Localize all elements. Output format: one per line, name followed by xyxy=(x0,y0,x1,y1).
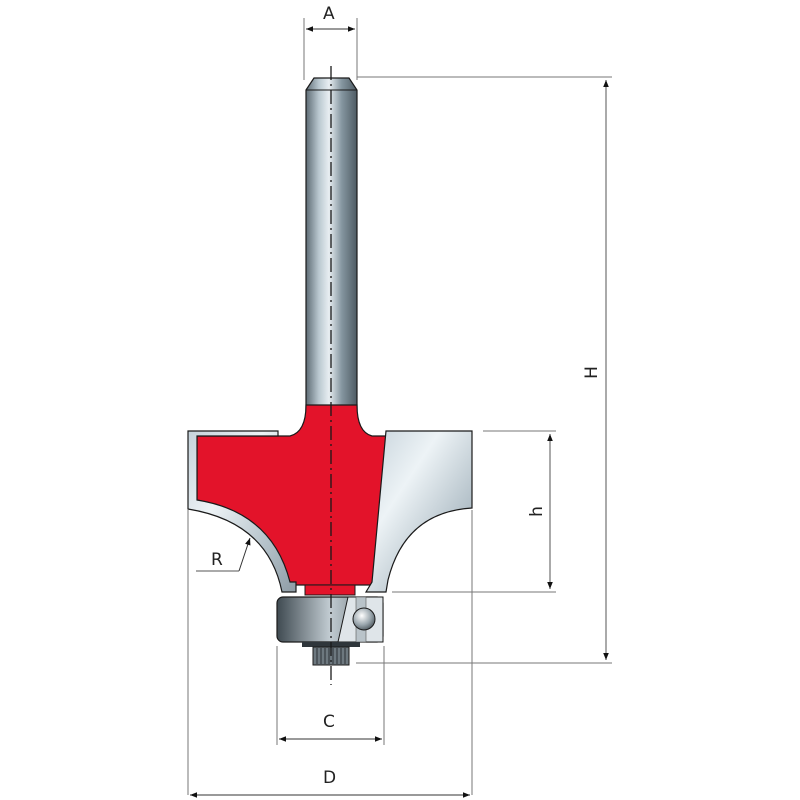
radius-leader xyxy=(196,537,251,572)
dimension-h-total xyxy=(356,76,612,664)
label-r: R xyxy=(211,550,223,570)
ball-bearing xyxy=(276,596,384,666)
label-a: A xyxy=(323,4,335,24)
dimension-d xyxy=(187,510,473,798)
dimension-a xyxy=(303,18,358,80)
blade-right xyxy=(364,430,473,593)
label-h-total: H xyxy=(581,366,602,379)
dimension-c xyxy=(276,646,385,745)
shank xyxy=(305,77,358,421)
label-c: C xyxy=(323,712,335,732)
label-h-cutting: h xyxy=(526,506,547,517)
label-d: D xyxy=(323,768,337,788)
dimension-h-cutting xyxy=(392,430,556,593)
blade-left xyxy=(187,430,297,593)
